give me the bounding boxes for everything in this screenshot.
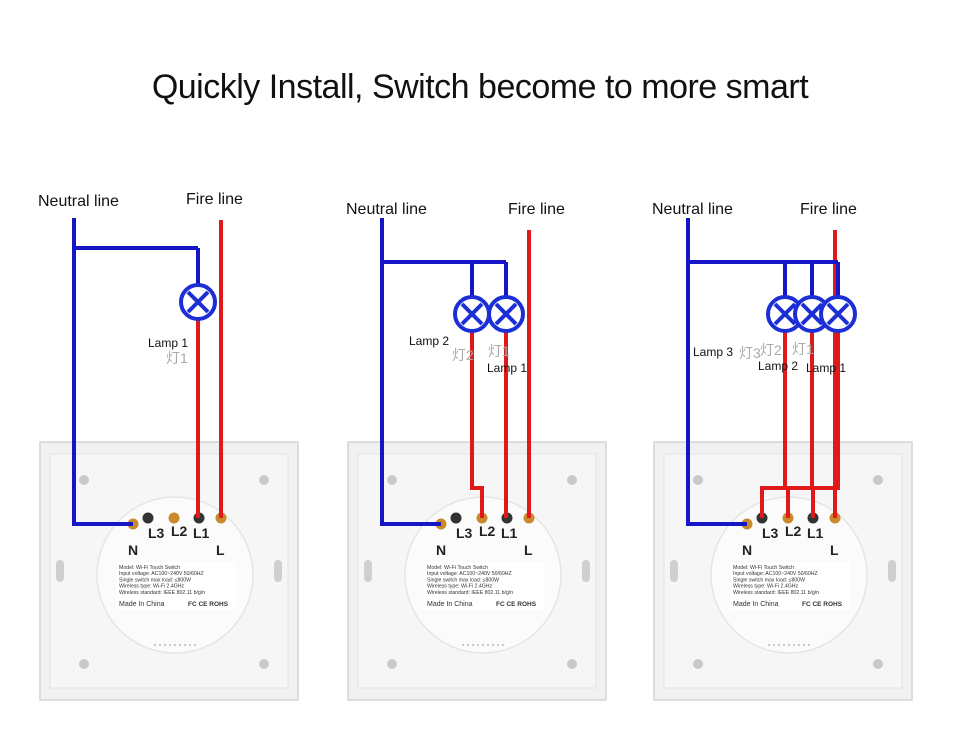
terminal-label-l2: L2 <box>479 523 496 539</box>
lamp-label: Lamp 1 <box>487 361 527 375</box>
mount-slot <box>364 560 372 582</box>
page-title: Quickly Install, Switch become to more s… <box>151 68 809 106</box>
screw-hole <box>567 475 577 485</box>
terminal-screw <box>142 512 154 524</box>
screw-hole <box>387 659 397 669</box>
neutral-wire <box>380 218 441 526</box>
spec-line: Single switch max load: ≤800W <box>733 577 805 583</box>
lamp-icon <box>487 295 525 333</box>
spec-line: Single switch max load: ≤800W <box>119 577 191 583</box>
spec-line: Wireless standard: IEEE 802.11 b/g/n <box>733 590 819 596</box>
lamp-label: Lamp 1 <box>148 336 188 350</box>
lamp-switched-wire <box>470 331 484 518</box>
neutral-wire <box>72 218 133 526</box>
terminal-label-l: L <box>216 542 225 558</box>
fire-line-label: Fire line <box>186 191 243 208</box>
spec-line: Model: Wi-Fi Touch Switch <box>733 565 794 571</box>
lamp-cn-label: 灯1 <box>166 350 188 366</box>
screw-hole <box>873 659 883 669</box>
cert-marks: FC CE ROHS <box>188 601 229 608</box>
lamp-cn-label: 灯1 <box>488 343 510 359</box>
lamp-cn-label: 灯2 <box>760 342 782 358</box>
mount-slot <box>888 560 896 582</box>
mount-slot <box>582 560 590 582</box>
spec-line: Wireless type: Wi-Fi 2.4GHz <box>427 584 493 590</box>
neutral-line-label: Neutral line <box>652 201 733 218</box>
made-in-text: Made In China <box>427 601 473 608</box>
terminal-label-l: L <box>524 542 533 558</box>
screw-hole <box>873 475 883 485</box>
terminal-label-l1: L1 <box>193 525 210 541</box>
lamp-cn-label: 灯1 <box>792 341 814 357</box>
lamp-switched-wire <box>786 331 814 518</box>
screw-hole <box>387 475 397 485</box>
mount-slot <box>670 560 678 582</box>
made-in-text: Made In China <box>119 601 165 608</box>
spec-line: Wireless standard: IEEE 802.11 b/g/n <box>119 590 205 596</box>
cert-marks: FC CE ROHS <box>802 601 843 608</box>
screw-hole <box>693 659 703 669</box>
terminal-screw <box>450 512 462 524</box>
terminal-label-l: L <box>830 542 839 558</box>
screw-hole <box>259 659 269 669</box>
lamp-icon <box>179 283 217 321</box>
terminal-label-l1: L1 <box>807 525 824 541</box>
terminal-label-n: N <box>436 542 446 558</box>
lamp-label: Lamp 1 <box>806 361 846 375</box>
spec-line: Wireless type: Wi-Fi 2.4GHz <box>733 584 799 590</box>
lamp-cn-label: 灯2 <box>452 347 474 363</box>
mount-slot <box>56 560 64 582</box>
screw-hole <box>693 475 703 485</box>
terminal-label-l2: L2 <box>785 523 802 539</box>
spec-line: Wireless standard: IEEE 802.11 b/g/n <box>427 590 513 596</box>
lamp-icon <box>819 295 857 333</box>
lamp-label: Lamp 3 <box>693 345 733 359</box>
terminal-label-n: N <box>128 542 138 558</box>
terminal-label-l3: L3 <box>456 525 473 541</box>
spec-line: Model: Wi-Fi Touch Switch <box>119 565 180 571</box>
cert-marks: FC CE ROHS <box>496 601 537 608</box>
terminal-label-n: N <box>742 542 752 558</box>
terminal-label-l3: L3 <box>148 525 165 541</box>
screw-hole <box>567 659 577 669</box>
fire-line-label: Fire line <box>508 201 565 218</box>
lamp-label: Lamp 2 <box>409 334 449 348</box>
fire-line-label: Fire line <box>800 201 857 218</box>
mount-slot <box>274 560 282 582</box>
spec-line: Input voltage: AC100~240V 50/60HZ <box>427 571 512 577</box>
neutral-line-label: Neutral line <box>38 193 119 210</box>
screw-hole <box>259 475 269 485</box>
spec-line: Input voltage: AC100~240V 50/60HZ <box>733 571 818 577</box>
screw-hole <box>79 475 89 485</box>
neutral-line-label: Neutral line <box>346 201 427 218</box>
terminal-screw <box>168 512 180 524</box>
lamp-label: Lamp 2 <box>758 359 798 373</box>
terminal-label-l2: L2 <box>171 523 188 539</box>
made-in-text: Made In China <box>733 601 779 608</box>
lamp-switched-wire <box>760 331 787 518</box>
terminal-label-l3: L3 <box>762 525 779 541</box>
spec-line: Single switch max load: ≤800W <box>427 577 499 583</box>
spec-line: Model: Wi-Fi Touch Switch <box>427 565 488 571</box>
lamp-switched-wire <box>811 331 840 518</box>
spec-line: Input voltage: AC100~240V 50/60HZ <box>119 571 204 577</box>
screw-hole <box>79 659 89 669</box>
spec-line: Wireless type: Wi-Fi 2.4GHz <box>119 584 185 590</box>
neutral-wire <box>686 218 747 526</box>
terminal-label-l1: L1 <box>501 525 518 541</box>
lamp-icon <box>453 295 491 333</box>
lamp-icon <box>766 295 804 333</box>
lamp-cn-label: 灯3 <box>739 345 761 361</box>
